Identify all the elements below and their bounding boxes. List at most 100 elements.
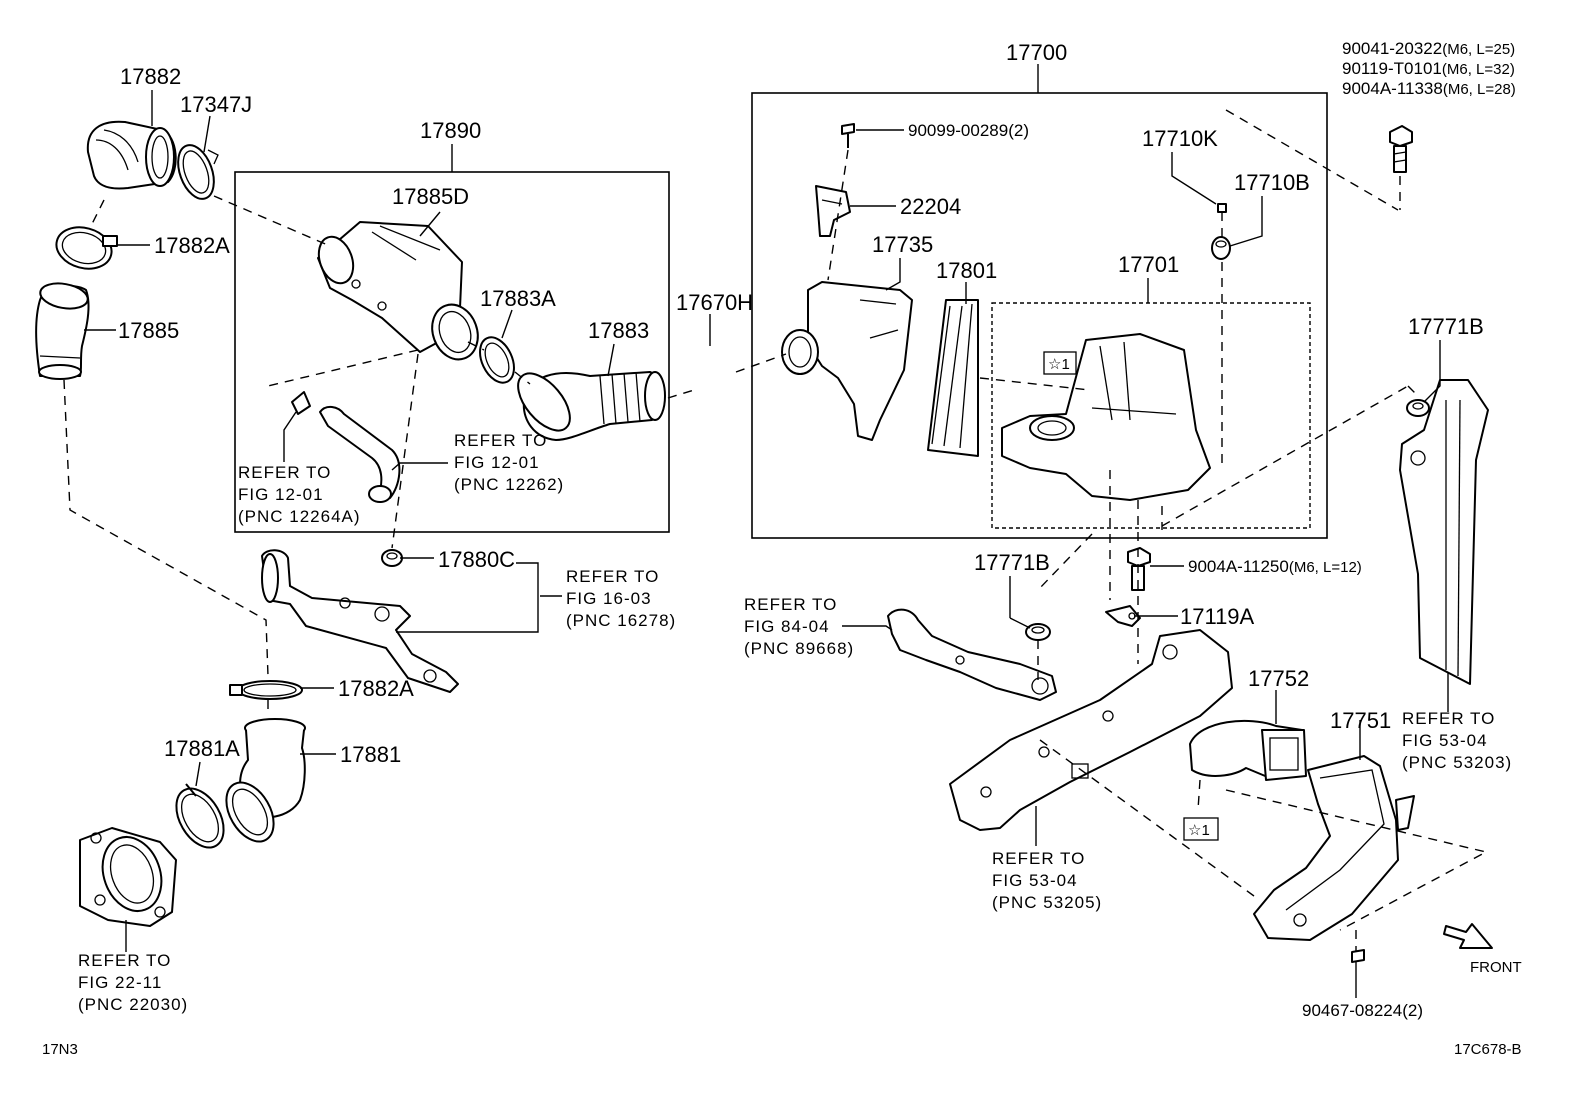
part-90467-screw [1351, 949, 1365, 963]
bolt-spec-3-spec: (M6, L=28) [1443, 81, 1516, 98]
part-17771b-grommet-right [1406, 399, 1430, 417]
label-17801: 17801 [936, 258, 997, 283]
part-17883a-clamp [479, 336, 515, 384]
label-22204: 22204 [900, 194, 961, 219]
footer-left-code: 17N3 [42, 1041, 78, 1058]
part-17771b-grommet-center [1025, 623, 1051, 641]
ref-16278-line2: FIG 16-03 [566, 589, 652, 608]
bolt-spec-3: 9004A-11338(M6, L=28) [1342, 79, 1516, 98]
part-17880c-grommet [381, 549, 403, 567]
part-front-crossmember [949, 629, 1233, 831]
part-17885d-resonator [317, 221, 479, 361]
label-17710k: 17710K [1142, 126, 1218, 151]
leader-lines [84, 64, 1449, 998]
group-box-17700 [751, 92, 1328, 539]
ref-16278: REFER TO FIG 16-03 (PNC 16278) [566, 567, 676, 630]
ref-22030-line3: (PNC 22030) [78, 995, 188, 1014]
footer-right-code: 17C678-B [1454, 1041, 1522, 1058]
part-17882a-clamp-top [55, 226, 118, 270]
part-22204-sensor [815, 185, 851, 237]
ref-53205: REFER TO FIG 53-04 (PNC 53205) [992, 849, 1102, 912]
label-17882: 17882 [120, 64, 181, 89]
ref-89668-line1: REFER TO [744, 595, 837, 614]
label-9004a-11250: 9004A-11250(M6, L=12) [1188, 557, 1362, 576]
bolt-spec-2: 90119-T0101(M6, L=32) [1342, 59, 1515, 78]
ref-12264a: REFER TO FIG 12-01 (PNC 12264A) [238, 463, 361, 526]
part-17710b-grommet [1211, 236, 1231, 260]
bolt-spec-1-number: 90041-20322 [1342, 39, 1442, 58]
ref-12262-line2: FIG 12-01 [454, 453, 540, 472]
ref-53203-line2: FIG 53-04 [1402, 731, 1488, 750]
ref-22030-line2: FIG 22-11 [78, 973, 162, 992]
label-9004a-11250-spec: (M6, L=12) [1289, 559, 1362, 576]
part-17801-filter [927, 299, 979, 457]
label-17885d: 17885D [392, 184, 469, 209]
label-17347j: 17347J [180, 92, 252, 117]
part-small-hose [319, 406, 401, 503]
part-17735-air-cleaner-cover [781, 281, 913, 441]
ref-16278-line3: (PNC 16278) [566, 611, 676, 630]
label-17752: 17752 [1248, 666, 1309, 691]
ref-12264a-line1: REFER TO [238, 463, 331, 482]
part-90099-screw [841, 123, 855, 148]
part-17885-hose [35, 282, 90, 380]
ref-12262: REFER TO FIG 12-01 (PNC 12262) [454, 431, 564, 494]
label-17883: 17883 [588, 318, 649, 343]
group-box-17701 [991, 302, 1311, 529]
bolt-spec-1-spec: (M6, L=25) [1442, 41, 1515, 58]
ref-12262-line3: (PNC 12262) [454, 475, 564, 494]
ref-12264a-line3: (PNC 12264A) [238, 507, 361, 526]
ref-12262-line1: REFER TO [454, 431, 547, 450]
label-17751: 17751 [1330, 708, 1391, 733]
ref-16278-line1: REFER TO [566, 567, 659, 586]
label-17771b-right: 17771B [1408, 314, 1484, 339]
part-17883-bellows-hose [517, 371, 666, 441]
part-hose-clip [291, 391, 311, 415]
ref-22030: REFER TO FIG 22-11 (PNC 22030) [78, 951, 188, 1014]
part-17752-duct [1189, 719, 1307, 781]
front-label: FRONT [1470, 959, 1522, 976]
part-bolt-top-right [1389, 125, 1413, 173]
ref-53205-line1: REFER TO [992, 849, 1085, 868]
bolt-spec-3-number: 9004A-11338 [1342, 79, 1443, 98]
star-marker-1a-text: ☆1 [1048, 356, 1070, 373]
label-17119a: 17119A [1180, 604, 1255, 629]
part-throttle-body [79, 827, 177, 927]
label-17881a: 17881A [164, 736, 240, 761]
ref-53203: REFER TO FIG 53-04 (PNC 53203) [1402, 709, 1512, 772]
label-17881: 17881 [340, 742, 401, 767]
ref-89668: REFER TO FIG 84-04 (PNC 89668) [744, 595, 854, 658]
ref-53203-line1: REFER TO [1402, 709, 1495, 728]
ref-89668-line3: (PNC 89668) [744, 639, 854, 658]
ref-12264a-line2: FIG 12-01 [238, 485, 324, 504]
ref-22030-line1: REFER TO [78, 951, 171, 970]
label-17890: 17890 [420, 118, 481, 143]
part-17347j-ring [177, 144, 219, 200]
part-17710k-pin [1217, 203, 1227, 213]
label-17771b-center: 17771B [974, 550, 1050, 575]
part-17701-air-cleaner-case [1001, 333, 1211, 501]
ref-53205-line2: FIG 53-04 [992, 871, 1078, 890]
ref-89668-line2: FIG 84-04 [744, 617, 830, 636]
ref-53203-line3: (PNC 53203) [1402, 753, 1512, 772]
label-17700: 17700 [1006, 40, 1067, 65]
bolt-spec-1: 90041-20322(M6, L=25) [1342, 39, 1515, 58]
part-17880c-pipe-bracket [261, 549, 459, 693]
bolt-spec-2-spec: (M6, L=32) [1442, 61, 1515, 78]
star-marker-1b: ☆1 [1183, 817, 1219, 841]
label-17885: 17885 [118, 318, 179, 343]
ref-53205-line3: (PNC 53205) [992, 893, 1102, 912]
label-17883a: 17883A [480, 286, 556, 311]
label-17880c: 17880C [438, 547, 515, 572]
label-90099-00289: 90099-00289(2) [908, 121, 1029, 140]
part-17882a-clamp-bottom [229, 680, 303, 700]
label-17670h: 17670H [676, 290, 753, 315]
star-marker-1a: ☆1 [1043, 351, 1077, 375]
label-17882a-bottom: 17882A [338, 676, 414, 701]
dashed-connection-lines [63, 109, 1488, 952]
label-17701: 17701 [1118, 252, 1179, 277]
label-17710b: 17710B [1234, 170, 1310, 195]
label-9004a-11250-number: 9004A-11250 [1188, 557, 1289, 576]
part-17751-duct [1253, 755, 1415, 941]
